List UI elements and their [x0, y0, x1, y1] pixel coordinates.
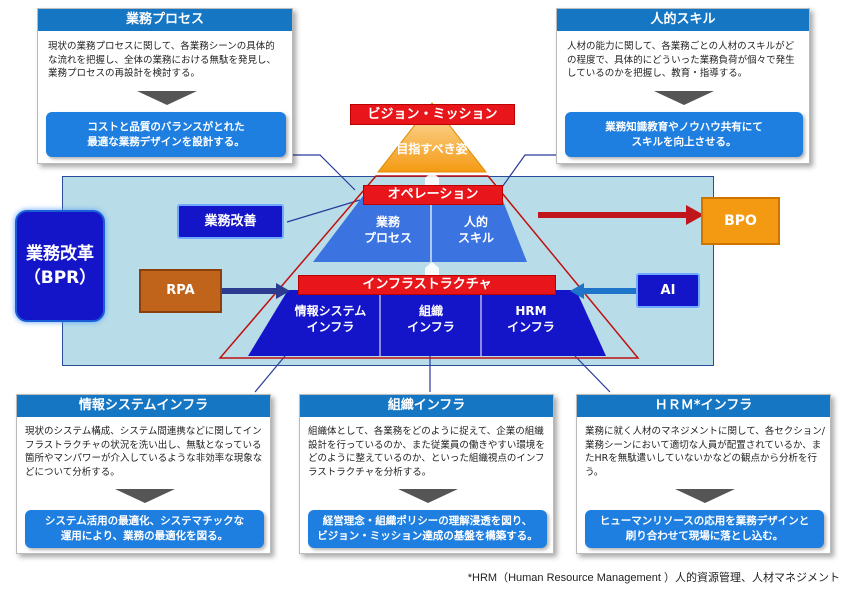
card-result: 業務知識教育やノウハウ共有にて スキルを向上させる。: [565, 112, 803, 157]
card-title: ＨＲＭ*インフラ: [577, 395, 830, 417]
card-human-skill: 人的スキル 人材の能力に関して、各業務ごとの人材のスキルがどの程度で、具体的にど…: [556, 8, 810, 164]
card-title: 業務プロセス: [38, 9, 292, 31]
card-description: 組織体として、各業務をどのように捉えて、企業の組織設計を行っているのか、また従業…: [308, 426, 545, 478]
footnote: *HRM（Human Resource Management ）人的資源管理、人…: [467, 572, 840, 584]
card-organization: 組織インフラ 組織体として、各業務をどのように捉えて、企業の組織設計を行っている…: [299, 394, 554, 554]
connector-process: [283, 154, 356, 191]
down-triangle-icon: [137, 91, 197, 105]
down-triangle-icon: [654, 91, 714, 105]
card-result: ヒューマンリソースの応用を業務デザインと 刷り合わせて現場に落とし込む。: [585, 510, 824, 548]
infrastructure-label: インフラストラクチャ: [298, 275, 556, 295]
operation-trapezoid: [313, 196, 527, 262]
card-result: 経営理念・組織ポリシーの理解浸透を図り、 ビジョン・ミッション達成の基盤を構築す…: [308, 510, 547, 548]
operation-right-label: 人的 スキル: [457, 215, 494, 245]
card-info-system: 情報システムインフラ 現状のシステム構成、システム間連携などに関してインフラスト…: [16, 394, 271, 554]
pyramid-outline: [218, 175, 640, 359]
card-title: 人的スキル: [557, 9, 809, 31]
rpa-box: RPA: [139, 269, 222, 313]
card-result: コストと品質のバランスがとれた 最適な業務デザインを設計する。: [46, 112, 286, 157]
bpo-box: BPO: [701, 197, 780, 245]
card-title: 情報システムインフラ: [17, 395, 270, 417]
card-description: 人材の能力に関して、各業務ごとの人材のスキルがどの程度で、具体的にどういった業務…: [567, 41, 795, 79]
card-hrm: ＨＲＭ*インフラ 業務に就く人材のマネジメントに関して、各セクション/業務シーン…: [576, 394, 831, 554]
infra-cell-info-system: 情報システム インフラ: [294, 304, 367, 334]
ai-box: AI: [636, 273, 700, 308]
operation-left-label: 業務 プロセス: [363, 215, 412, 245]
card-description: 業務に就く人材のマネジメントに関して、各セクション/業務シーンにおいて適切な人員…: [585, 426, 825, 478]
card-business-process: 業務プロセス 現状の業務プロセスに関して、各業務シーンの具体的な流れを把握し、全…: [37, 8, 293, 164]
bpr-box: 業務改革 （BPR）: [15, 210, 105, 322]
connector-hrm: [574, 355, 611, 393]
card-description: 現状のシステム構成、システム間連携などに関してインフラストラクチャの状況を洗い出…: [25, 426, 263, 478]
card-description: 現状の業務プロセスに関して、各業務シーンの具体的な流れを把握し、全体の業務におけ…: [48, 41, 277, 79]
infra-cell-hrm: HRM インフラ: [507, 304, 555, 334]
connector-skill: [499, 154, 556, 191]
card-title: 組織インフラ: [300, 395, 553, 417]
down-triangle-icon: [398, 489, 458, 503]
infra-cell-organization: 組織 インフラ: [407, 304, 455, 334]
down-triangle-icon: [675, 489, 735, 503]
vision-mission-label: ビジョン・ミッション: [350, 104, 515, 125]
vision-text: 目指すべき姿: [396, 142, 468, 156]
connector-info: [254, 355, 286, 393]
infrastructure-trapezoid: [248, 290, 606, 356]
kaizen-box: 業務改善: [177, 204, 284, 239]
connector-kaizen: [286, 199, 361, 223]
card-result: システム活用の最適化、システマチックな 運用により、業務の最適化を図る。: [25, 510, 264, 548]
down-triangle-icon: [115, 489, 175, 503]
operation-label: オペレーション: [363, 185, 503, 205]
